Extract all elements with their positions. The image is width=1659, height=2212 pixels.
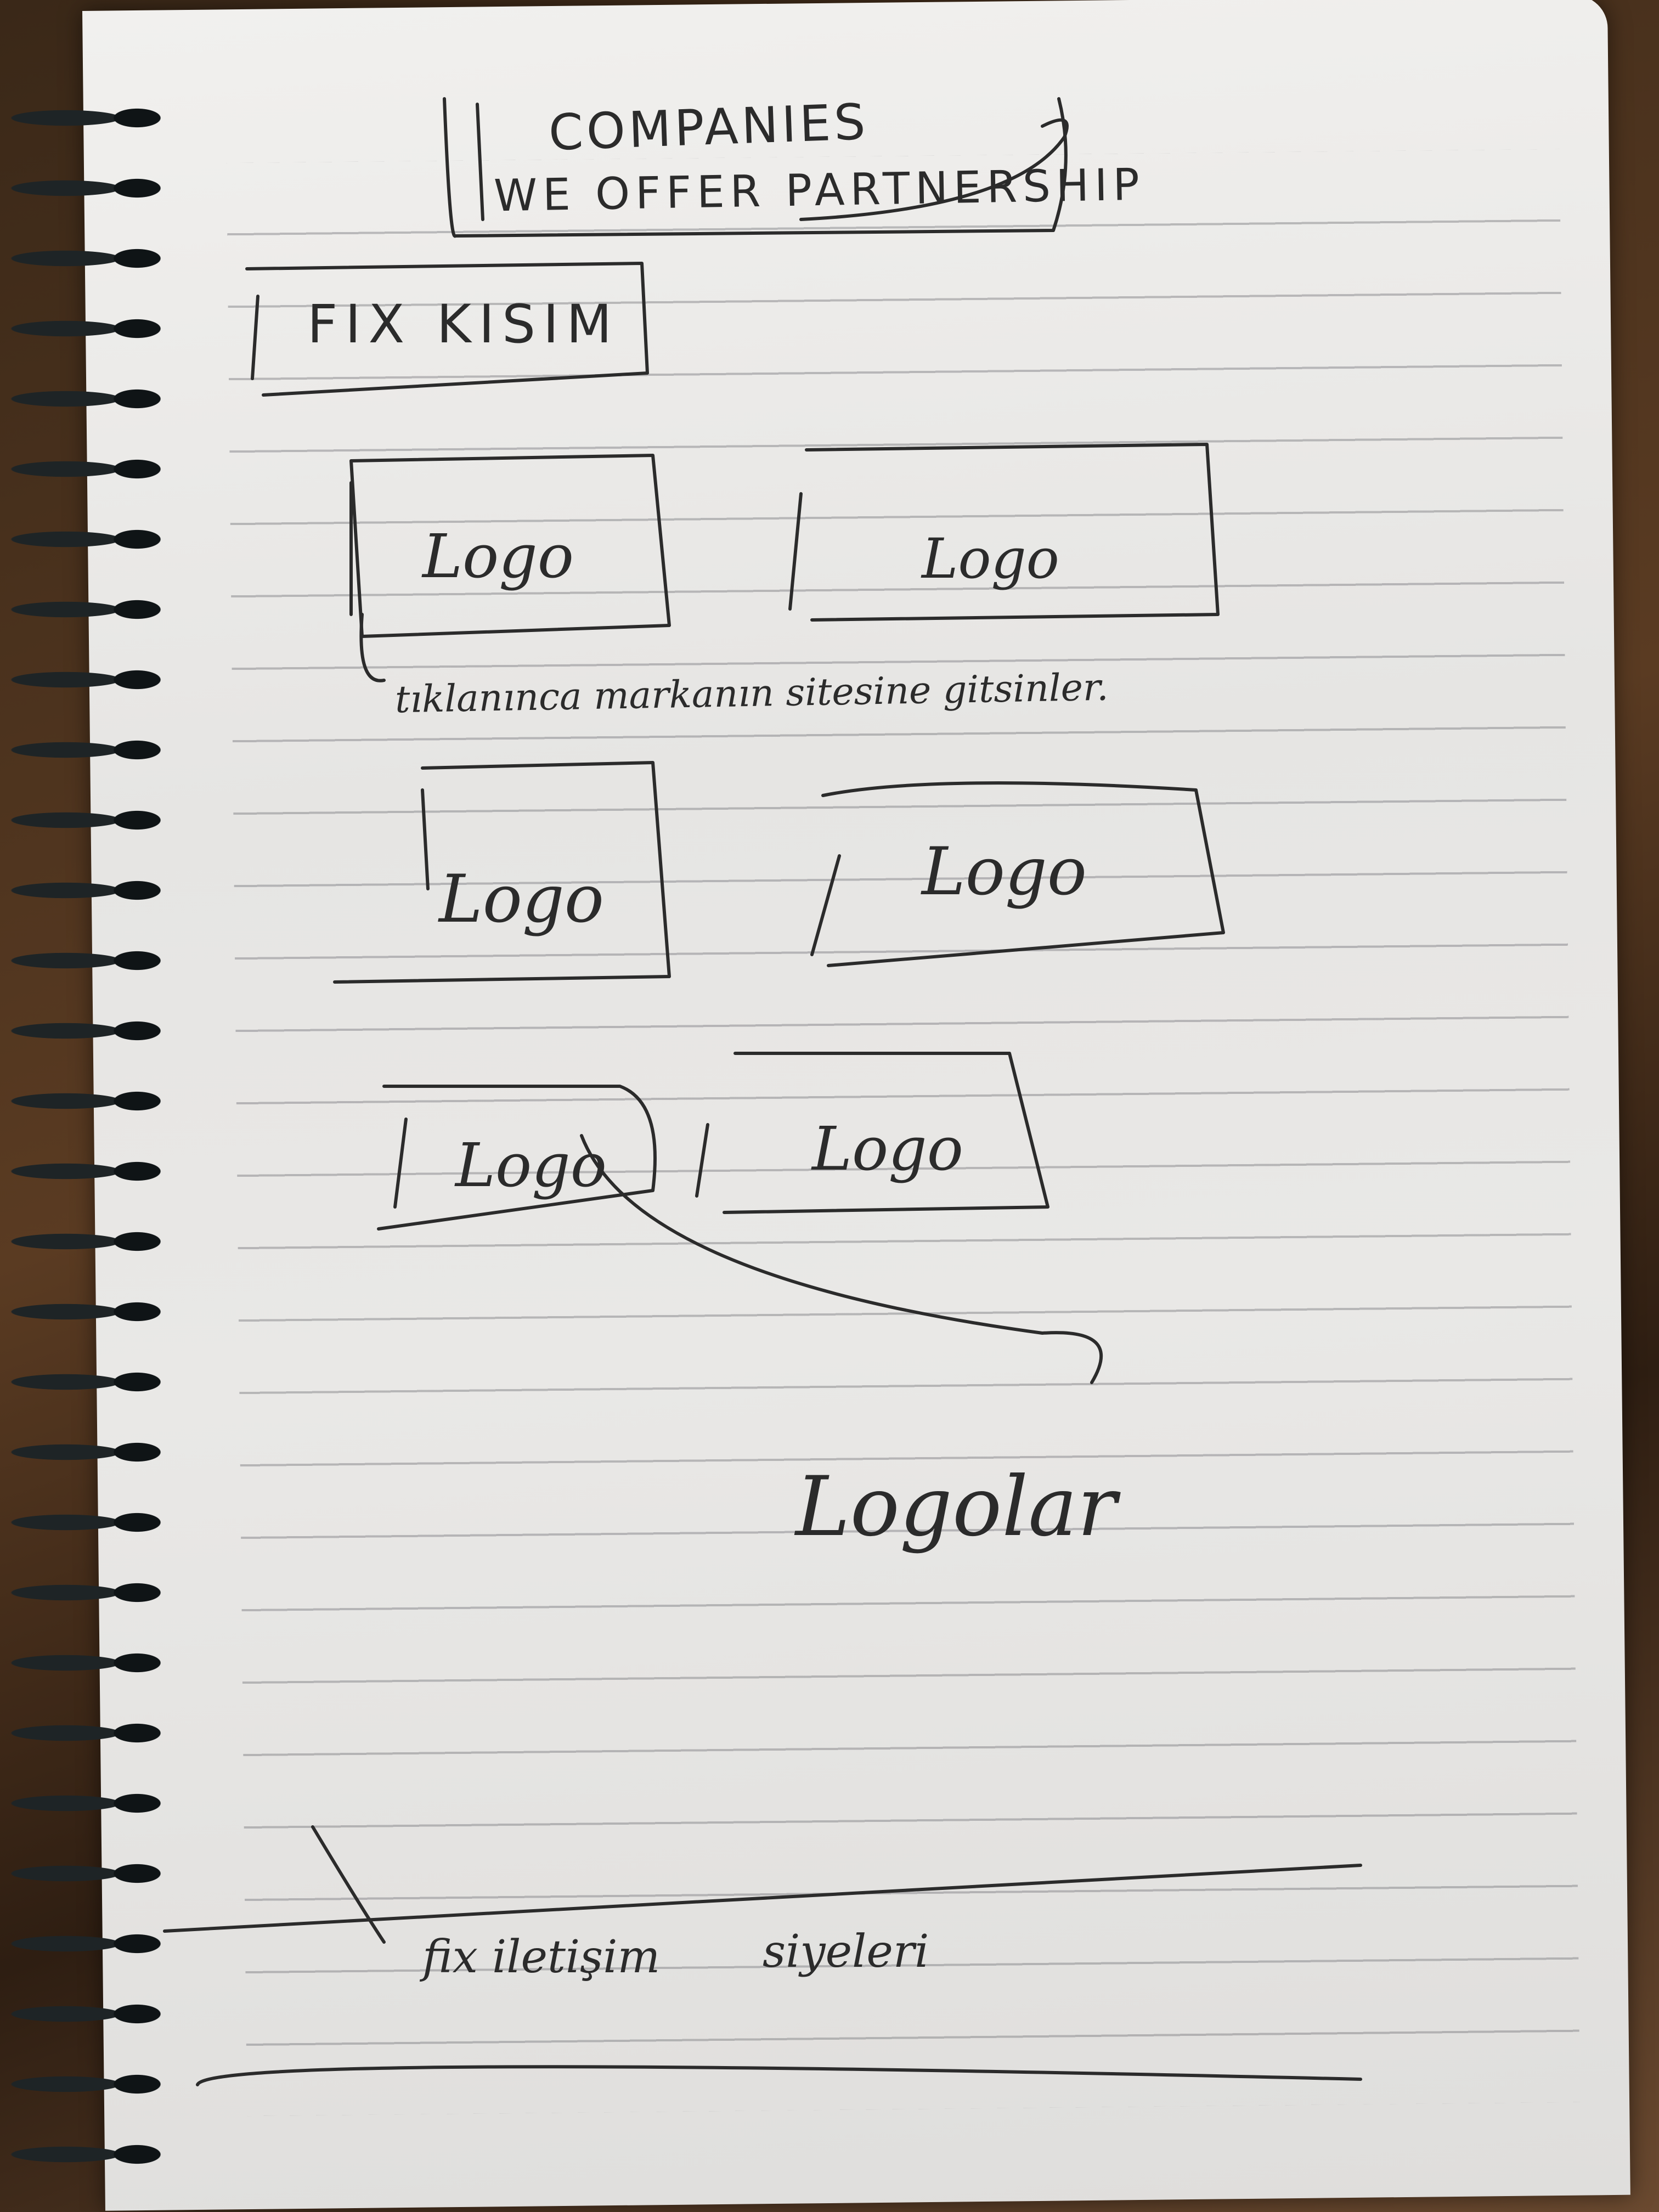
spiral-binding <box>0 99 181 2211</box>
logo-label-5: Logo <box>455 1130 607 1200</box>
logo-box-3-outline <box>333 761 671 984</box>
footer-label-left: fix iletişim <box>422 1931 661 1983</box>
arrow-to-logolar <box>580 1134 1103 1384</box>
logo-box-2-outline <box>805 443 1220 622</box>
footer-label-right: siyeleri <box>763 1926 929 1978</box>
header-title-line1: COMPANIES <box>548 93 870 162</box>
footer-top-line <box>163 1864 1362 1933</box>
logolar-label: Logolar <box>795 1459 1117 1555</box>
footer-bottom-line <box>196 2065 1362 2086</box>
fix-kisim-box <box>245 262 649 397</box>
logo-box-5-outline <box>377 1085 657 1231</box>
header-box <box>443 97 1068 238</box>
logo-label-4: Logo <box>922 834 1087 910</box>
logo-box-4-outline <box>821 781 1225 967</box>
fix-kisim-label: FIX KISIM <box>307 294 620 355</box>
logo-label-6: Logo <box>812 1114 963 1184</box>
logo-label-1: Logo <box>422 521 574 591</box>
logo-label-2: Logo <box>922 527 1059 591</box>
logo-box-6-outline <box>723 1052 1049 1214</box>
logo-label-3: Logo <box>439 861 604 938</box>
logo-box-1-outline <box>349 454 671 638</box>
